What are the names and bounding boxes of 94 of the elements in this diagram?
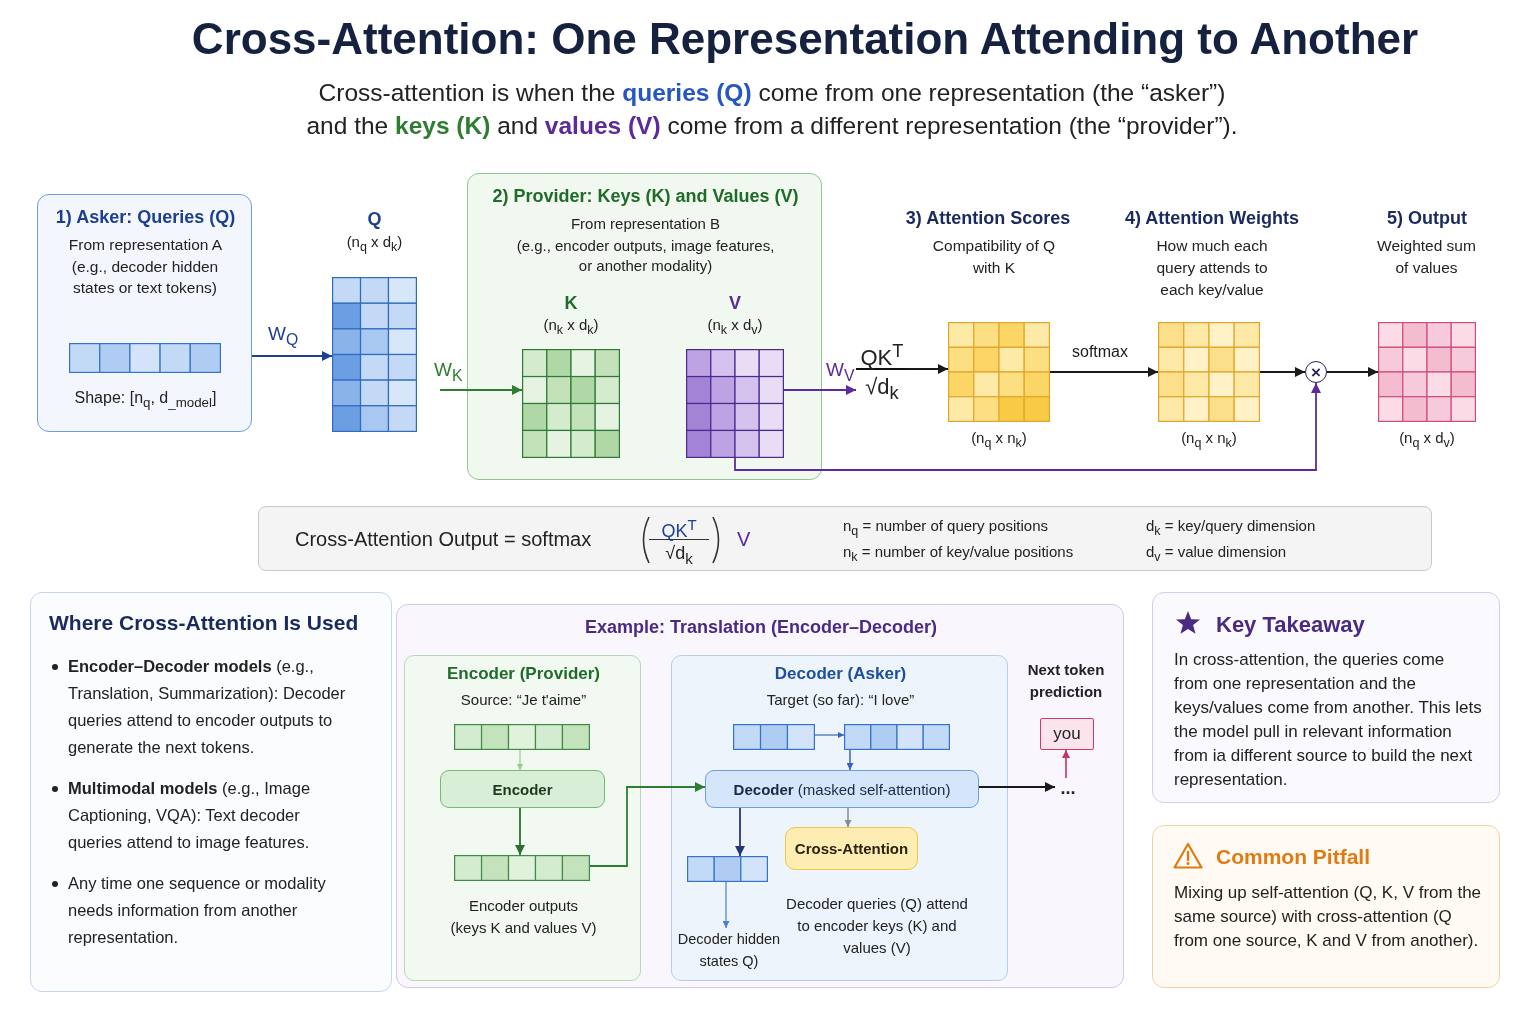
fraction-denominator: √d$_{k}$ [864, 373, 900, 406]
arrow [734, 382, 1321, 471]
dimension-text: (n$_{q}$ x n$_{k}$) [970, 428, 1028, 452]
decoder-panel [671, 655, 1008, 981]
bullet-text: Any time one sequence or modality needs information from another representation. [49, 870, 354, 951]
definition-text: d$_{k}$ = key/query dimension [1146, 516, 1317, 540]
multiply-operator: × [1305, 361, 1327, 383]
asker-panel [37, 194, 252, 432]
encoder-block: Encoder [440, 770, 605, 808]
provider-panel [467, 173, 822, 480]
dimension-text: (n$_{q}$ x d$_{v}$) [1398, 428, 1456, 452]
dimension-text: (n$_{k}$ x d$_{k}$) [542, 315, 600, 339]
arrow [978, 782, 1056, 792]
predicted-token: you [1040, 718, 1094, 750]
dimension-text: (n$_{k}$ x d$_{v}$) [706, 315, 764, 339]
arrow [735, 807, 745, 857]
title: Cross-Attention: One Representation Attending to Another [190, 13, 1420, 65]
formula-panel [258, 506, 1432, 571]
pitfall-panel [1152, 825, 1500, 988]
description-text: (e.g., encoder outputs, image features, or another modality) [515, 236, 776, 277]
bullet-text: Multimodal models (e.g., Image Captioning, VQA): Text decoder queries attend to image features. [49, 775, 354, 856]
token-row [454, 855, 590, 881]
shape-text: Shape: [n$_{q}$, d$_{_model}$] [73, 388, 218, 413]
arrow [814, 732, 845, 738]
stage-heading: 4) Attention Weights [1124, 207, 1300, 230]
panel-heading: Where Cross-Attention Is Used [49, 610, 360, 636]
formula-text: V [737, 527, 752, 552]
encoder-panel [404, 655, 641, 981]
arrow [1259, 367, 1306, 377]
body-text: Mixing up self-attention (Q, K, V from the same source) with cross-attention (Q from one source, K and V from another). [1174, 882, 1482, 952]
panel-heading: 2) Provider: Keys (K) and Values (V) [491, 185, 800, 208]
edge-label: W$_{Q}$ [268, 322, 299, 350]
dimension-text: (n$_{q}$ x d$_{k}$) [345, 232, 404, 256]
definition-text: n$_{q}$ = number of query positions [843, 516, 1049, 540]
arrow [722, 881, 730, 929]
cross-attention-block: Cross-Attention [785, 827, 918, 870]
description-text: Target (so far): “I love” [765, 690, 916, 710]
panel-heading: Example: Translation (Encoder–Decoder) [583, 616, 939, 639]
description-text: Decoder queries (Q) attend to encoder keys (K) and values (V) [785, 894, 969, 958]
fraction-numerator: QK$^{T}$ [649, 512, 709, 540]
definition-text: d$_{v}$ = value dimension [1146, 542, 1288, 566]
arrow [907, 364, 949, 374]
arrow [1049, 367, 1159, 377]
panel-heading: Decoder (Asker) [773, 663, 908, 685]
edge-label: W$_{V}$ [826, 358, 855, 386]
matrix-label: Q [366, 208, 383, 231]
decoder-block: Decoder (masked self-attention) [705, 770, 979, 808]
panel-heading: Key Takeaway [1216, 611, 1366, 639]
description-text: From representation A [67, 235, 224, 255]
arrow [1062, 749, 1070, 779]
fraction-denominator: √d$_{k}$ [664, 542, 694, 569]
matrix-label: K [563, 292, 579, 315]
edge-label: W$_{K}$ [434, 358, 463, 386]
bullet-text: Encoder–Decoder models (e.g., Translation, Summarization): Decoder queries attend to encoder outputs to generate the next tokens. [49, 653, 354, 761]
dimension-text: (n$_{q}$ x n$_{k}$) [1180, 428, 1238, 452]
arrow [589, 782, 706, 867]
section-label: Next token prediction [1026, 660, 1106, 702]
panel-heading: Encoder (Provider) [445, 663, 601, 685]
arrow [439, 385, 523, 395]
formula-text: Cross-Attention Output = softmax [295, 527, 593, 552]
arrow [251, 351, 333, 361]
example-panel [396, 604, 1124, 988]
info-panel [30, 592, 392, 992]
matrix-label: V [728, 292, 742, 315]
arrow [846, 749, 854, 771]
arrow [783, 385, 857, 395]
edge-label: softmax [1072, 342, 1128, 362]
stage-description: Weighted sum of values [1376, 236, 1477, 278]
caption-text: Encoder outputs [467, 896, 580, 916]
token-row [454, 724, 590, 750]
takeaway-panel [1152, 592, 1500, 803]
caption-text: Decoder hidden states Q) [676, 928, 782, 974]
stage-description: How much each query attends to each key/value [1155, 236, 1269, 300]
definition-text: n$_{k}$ = number of key/value positions [843, 542, 1075, 566]
arrow [844, 807, 852, 828]
panel-heading: 1) Asker: Queries (Q) [54, 206, 237, 229]
token-row [687, 856, 768, 882]
panel-heading: Common Pitfall [1216, 844, 1371, 870]
ellipsis-text: ... [1055, 778, 1081, 798]
arrow [517, 749, 523, 771]
stage-heading: 5) Output [1386, 207, 1468, 230]
body-text: In cross-attention, the queries come from one representation and the keys/values come from another. This lets the model pull in relevant information from ia different source to build the next representation. [1174, 649, 1482, 791]
description-text: (e.g., decoder hidden states or text tokens) [70, 257, 220, 298]
stage-description: Compatibility of Q with K [931, 236, 1057, 278]
caption-text: (keys K and values V) [449, 918, 598, 938]
fraction-numerator: QK$^{T}$ [856, 336, 908, 370]
arrow [515, 807, 525, 856]
stage-heading: 3) Attention Scores [904, 207, 1072, 230]
token-row [844, 724, 950, 750]
subtitle: Cross-attention is when the queries (Q) come from one representation (the “asker”) and the keys (K) and values (V) come from a different representation (the “provider”). [305, 78, 1239, 141]
description-text: From representation B [569, 214, 722, 234]
arrow [1326, 367, 1379, 377]
description-text: Source: “Je t'aime” [459, 690, 588, 710]
token-row [733, 724, 815, 750]
